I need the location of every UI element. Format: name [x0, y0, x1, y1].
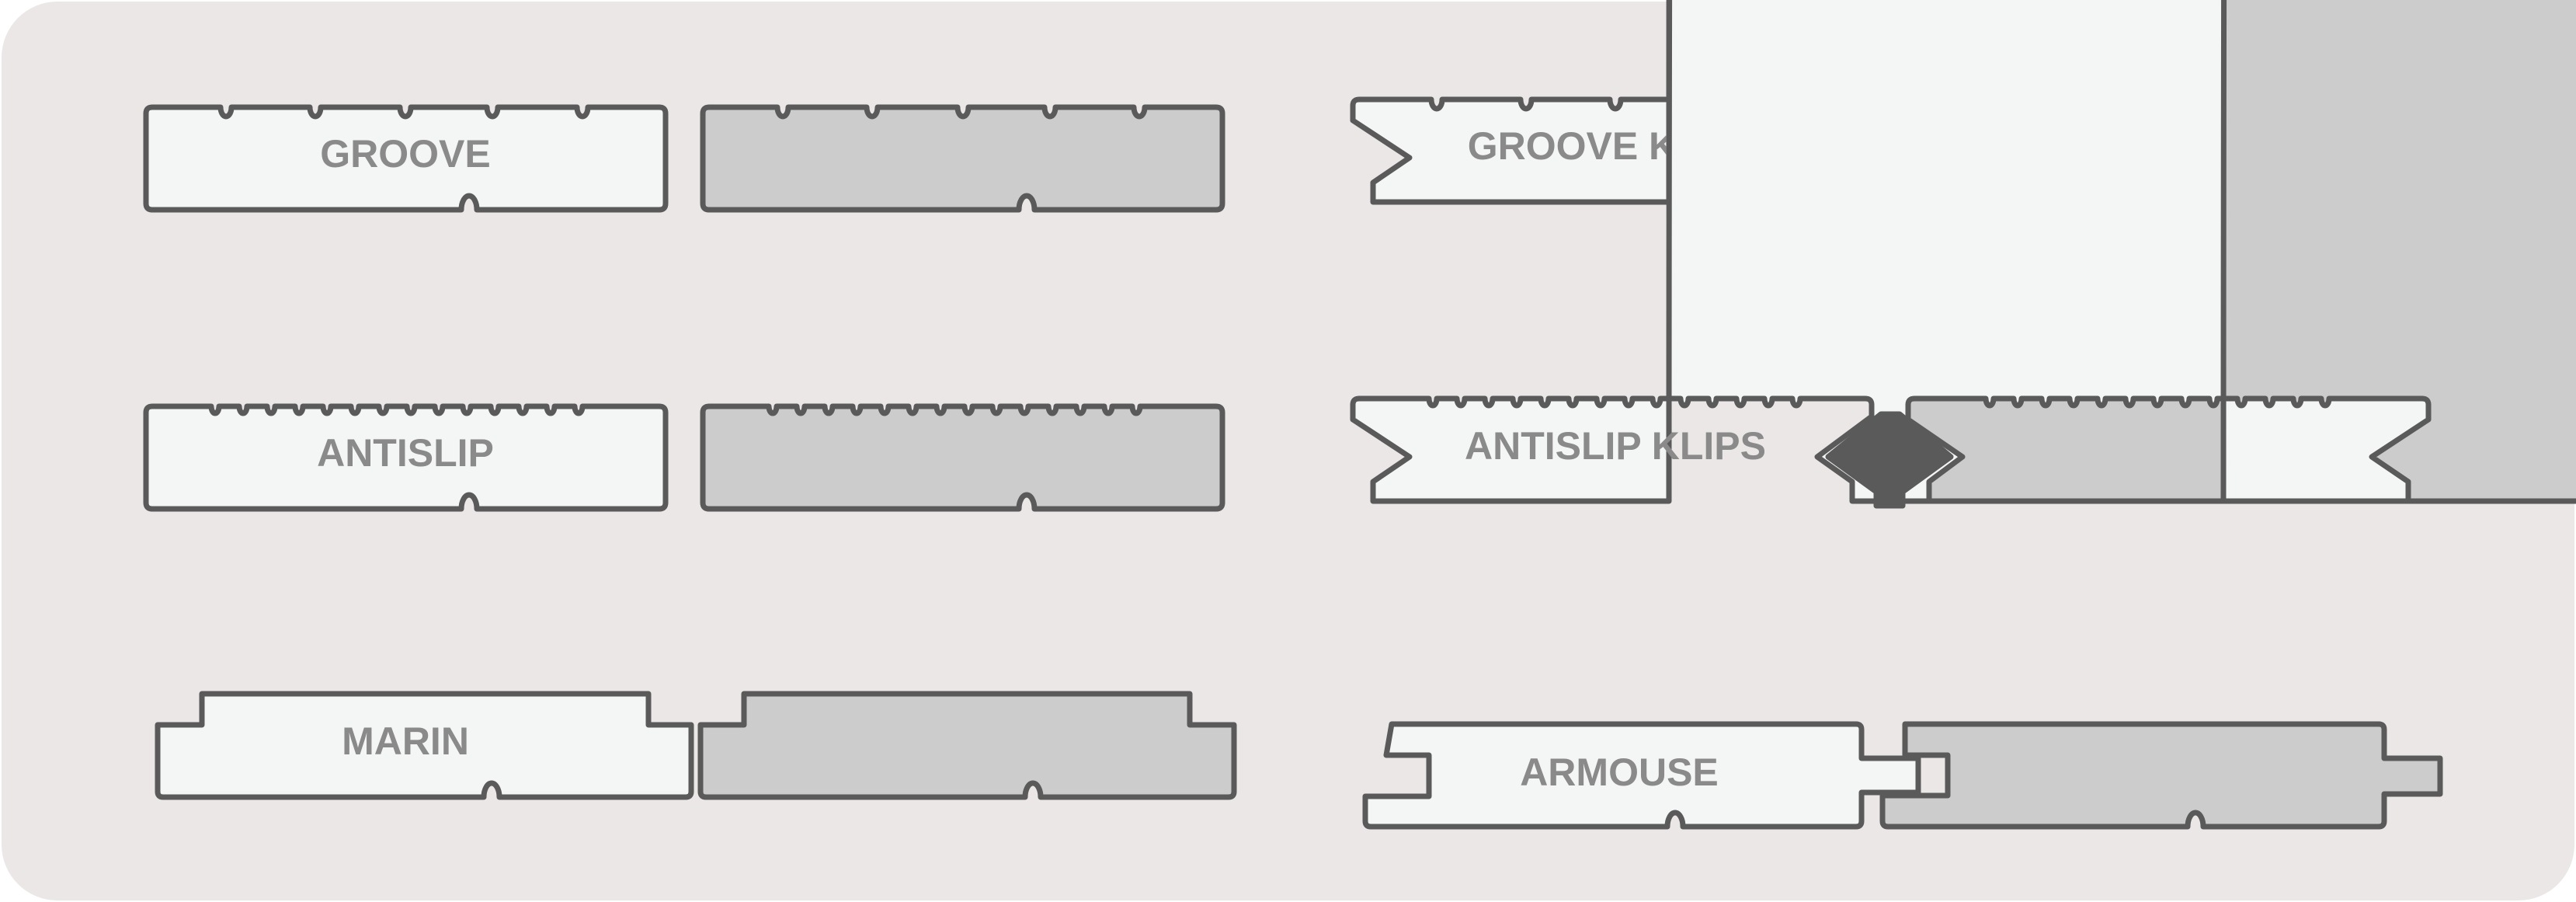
antislip-klips-label: ANTISLIP KLIPS	[1465, 424, 1766, 468]
profile-antislip-klips: ANTISLIP KLIPS	[1350, 0, 2576, 509]
antislip-board-grey	[700, 403, 1225, 512]
profile-antislip: ANTISLIP	[143, 403, 1225, 512]
armouse-label: ARMOUSE	[1520, 751, 1719, 794]
profile-marin: MARIN	[155, 691, 1237, 800]
armouse-board-grey	[1879, 721, 2443, 830]
marin-board-light	[155, 691, 694, 800]
marin-board-grey	[697, 691, 1237, 800]
profile-groove: GROOVE	[143, 104, 1225, 213]
antislip-label: ANTISLIP	[317, 431, 494, 475]
groove-board-grey	[700, 104, 1225, 213]
marin-label: MARIN	[342, 719, 469, 763]
antislip-board-light	[143, 403, 669, 512]
groove-label: GROOVE	[320, 132, 490, 176]
armouse-board-light	[1362, 721, 1921, 830]
groove-board-light	[143, 104, 669, 213]
profile-armouse: ARMOUSE	[1362, 721, 2443, 830]
antislip-klips-clip	[1825, 411, 1954, 509]
